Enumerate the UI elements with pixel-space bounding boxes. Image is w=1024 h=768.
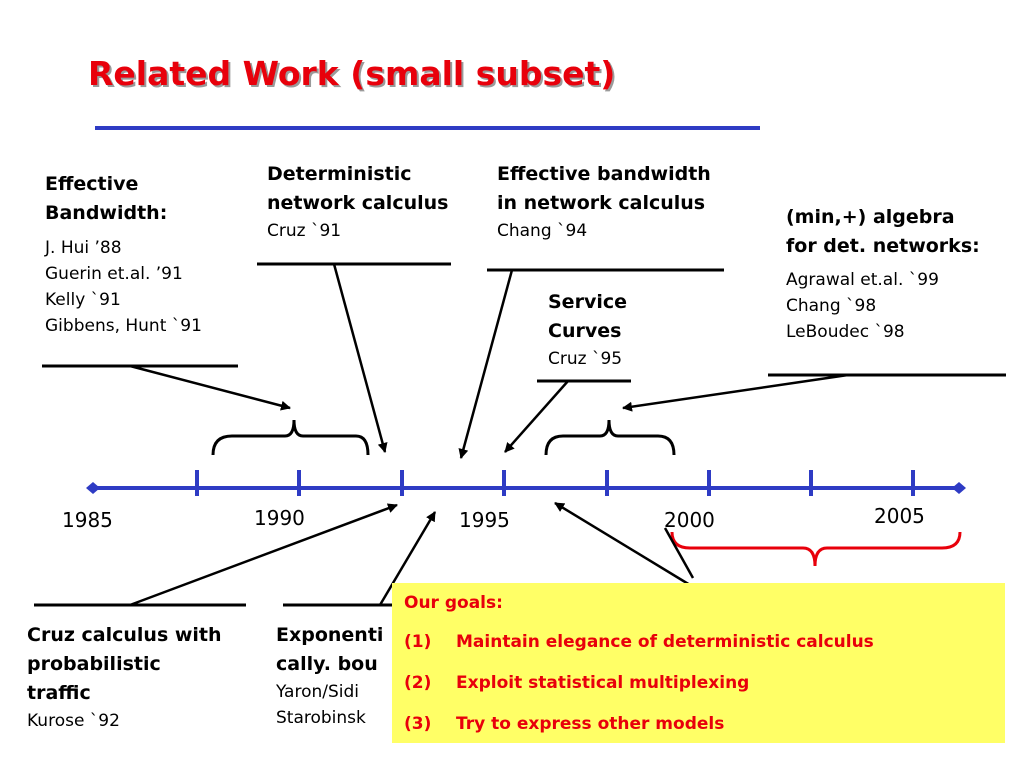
goals-box: Our goals: (1) Maintain elegance of deter… xyxy=(392,583,1005,743)
line-red-brace-to-goals xyxy=(663,527,695,579)
work-heading: Curves xyxy=(548,320,622,342)
goal-item: (3) Try to express other models xyxy=(404,714,724,734)
work-citation: Chang `98 xyxy=(786,296,877,316)
work-citation: Cruz `91 xyxy=(267,221,342,241)
work-heading: Bandwidth: xyxy=(45,202,168,224)
goal-text: Maintain elegance of deterministic calcu… xyxy=(456,632,874,652)
brace-left xyxy=(211,419,370,456)
goal-number: (1) xyxy=(404,632,432,652)
work-citation: Agrawal et.al. `99 xyxy=(786,270,939,290)
work-heading: probabilistic xyxy=(27,653,161,675)
arrow-effective-bw-nc xyxy=(458,269,514,459)
year-label-1985: 1985 xyxy=(62,508,113,532)
work-citation: Gibbens, Hunt `91 xyxy=(45,316,202,336)
work-heading: cally. bou xyxy=(276,653,378,675)
work-heading: Deterministic xyxy=(267,163,412,185)
work-citation: J. Hui ’88 xyxy=(45,238,122,258)
arrow-effective-bandwidth xyxy=(129,364,291,411)
work-exponentially-bounded: Exponenti cally. bou Yaron/Sidi Starobin… xyxy=(276,621,383,731)
work-citation: Starobinsk xyxy=(276,708,366,728)
work-heading: Effective xyxy=(45,173,139,195)
work-citation: Kurose `92 xyxy=(27,711,120,731)
goal-number: (3) xyxy=(404,714,432,734)
goal-number: (2) xyxy=(404,673,432,693)
work-citation: Chang `94 xyxy=(497,221,588,241)
goal-item: (1) Maintain elegance of deterministic ca… xyxy=(404,632,874,652)
axis-end-diamond xyxy=(952,482,966,494)
work-deterministic-calculus: Deterministic network calculus Cruz `91 xyxy=(267,160,448,244)
goals-title: Our goals: xyxy=(404,593,503,613)
work-heading: Effective bandwidth xyxy=(497,163,711,185)
arrow-minplus xyxy=(622,373,849,412)
goal-item: (2) Exploit statistical multiplexing xyxy=(404,673,749,693)
arrow-exponential xyxy=(378,511,437,606)
goal-text: Try to express other models xyxy=(456,714,725,734)
work-heading: traffic xyxy=(27,682,91,704)
work-heading: Cruz calculus with xyxy=(27,624,222,646)
year-label-1990: 1990 xyxy=(254,506,305,530)
brace-right xyxy=(544,419,676,456)
work-citation: Kelly `91 xyxy=(45,290,121,310)
work-citation: Cruz `95 xyxy=(548,349,623,369)
work-heading: Service xyxy=(548,291,627,313)
work-heading: in network calculus xyxy=(497,192,706,214)
work-heading: Exponenti xyxy=(276,624,384,646)
arrow-service-curves xyxy=(504,380,569,453)
work-citation: LeBoudec `98 xyxy=(786,322,905,342)
work-citation: Yaron/Sidi xyxy=(276,682,360,702)
year-label-2005: 2005 xyxy=(874,504,925,528)
work-effective-bandwidth-nc: Effective bandwidth in network calculus … xyxy=(497,160,711,244)
axis-start-diamond xyxy=(86,482,100,494)
work-heading: (min,+) algebra xyxy=(786,206,955,228)
work-effective-bandwidth: Effective Bandwidth: J. Hui ’88 Guerin e… xyxy=(45,170,202,339)
year-label-1995: 1995 xyxy=(459,508,510,532)
work-service-curves: Service Curves Cruz `95 xyxy=(548,288,627,372)
arrow-goals xyxy=(554,501,691,587)
year-label-2000: 2000 xyxy=(664,508,715,532)
work-citation: Guerin et.al. ’91 xyxy=(45,264,183,284)
work-heading: for det. networks: xyxy=(786,235,980,257)
work-cruz-probabilistic: Cruz calculus with probabilistic traffic… xyxy=(27,621,222,734)
work-minplus-algebra: (min,+) algebra for det. networks: Agraw… xyxy=(786,203,980,345)
arrow-cruz-prob xyxy=(129,503,398,607)
axis-ticks xyxy=(195,470,915,496)
brace-red xyxy=(670,531,962,567)
goal-text: Exploit statistical multiplexing xyxy=(456,673,750,693)
slide-title: Related Work (small subset) xyxy=(88,54,616,93)
work-heading: network calculus xyxy=(267,192,449,214)
arrow-deterministic xyxy=(332,263,388,453)
